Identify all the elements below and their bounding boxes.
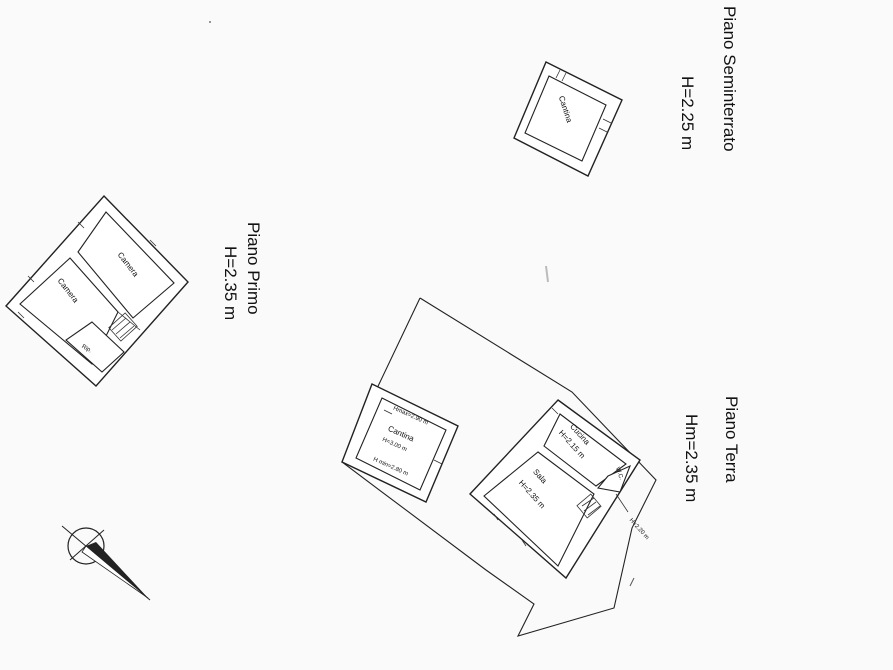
- terra-wc: W.C.: [614, 467, 624, 482]
- primo-plan: Camera Camera Rip.: [5, 194, 189, 387]
- terra-height: Hm=2.35 m: [682, 414, 701, 502]
- primo-height: H=2.35 m: [221, 246, 240, 320]
- scan-marks: [209, 21, 635, 587]
- north-arrow-icon: [61, 525, 151, 601]
- semi-plan: Cantina: [513, 61, 623, 177]
- terra-plan: Hmax=2.90 m Cantina H=3.00 m H min=2.80 …: [341, 297, 657, 637]
- primo-title: Piano Primo: [244, 222, 263, 315]
- primo-room-rip: Rip.: [80, 344, 93, 355]
- terra-wc-height: H=2.20 m: [628, 518, 650, 541]
- semi-title: Piano Seminterrato: [720, 6, 739, 152]
- semi-height: H=2.25 m: [678, 76, 697, 150]
- terra-title: Piano Terra: [722, 396, 741, 483]
